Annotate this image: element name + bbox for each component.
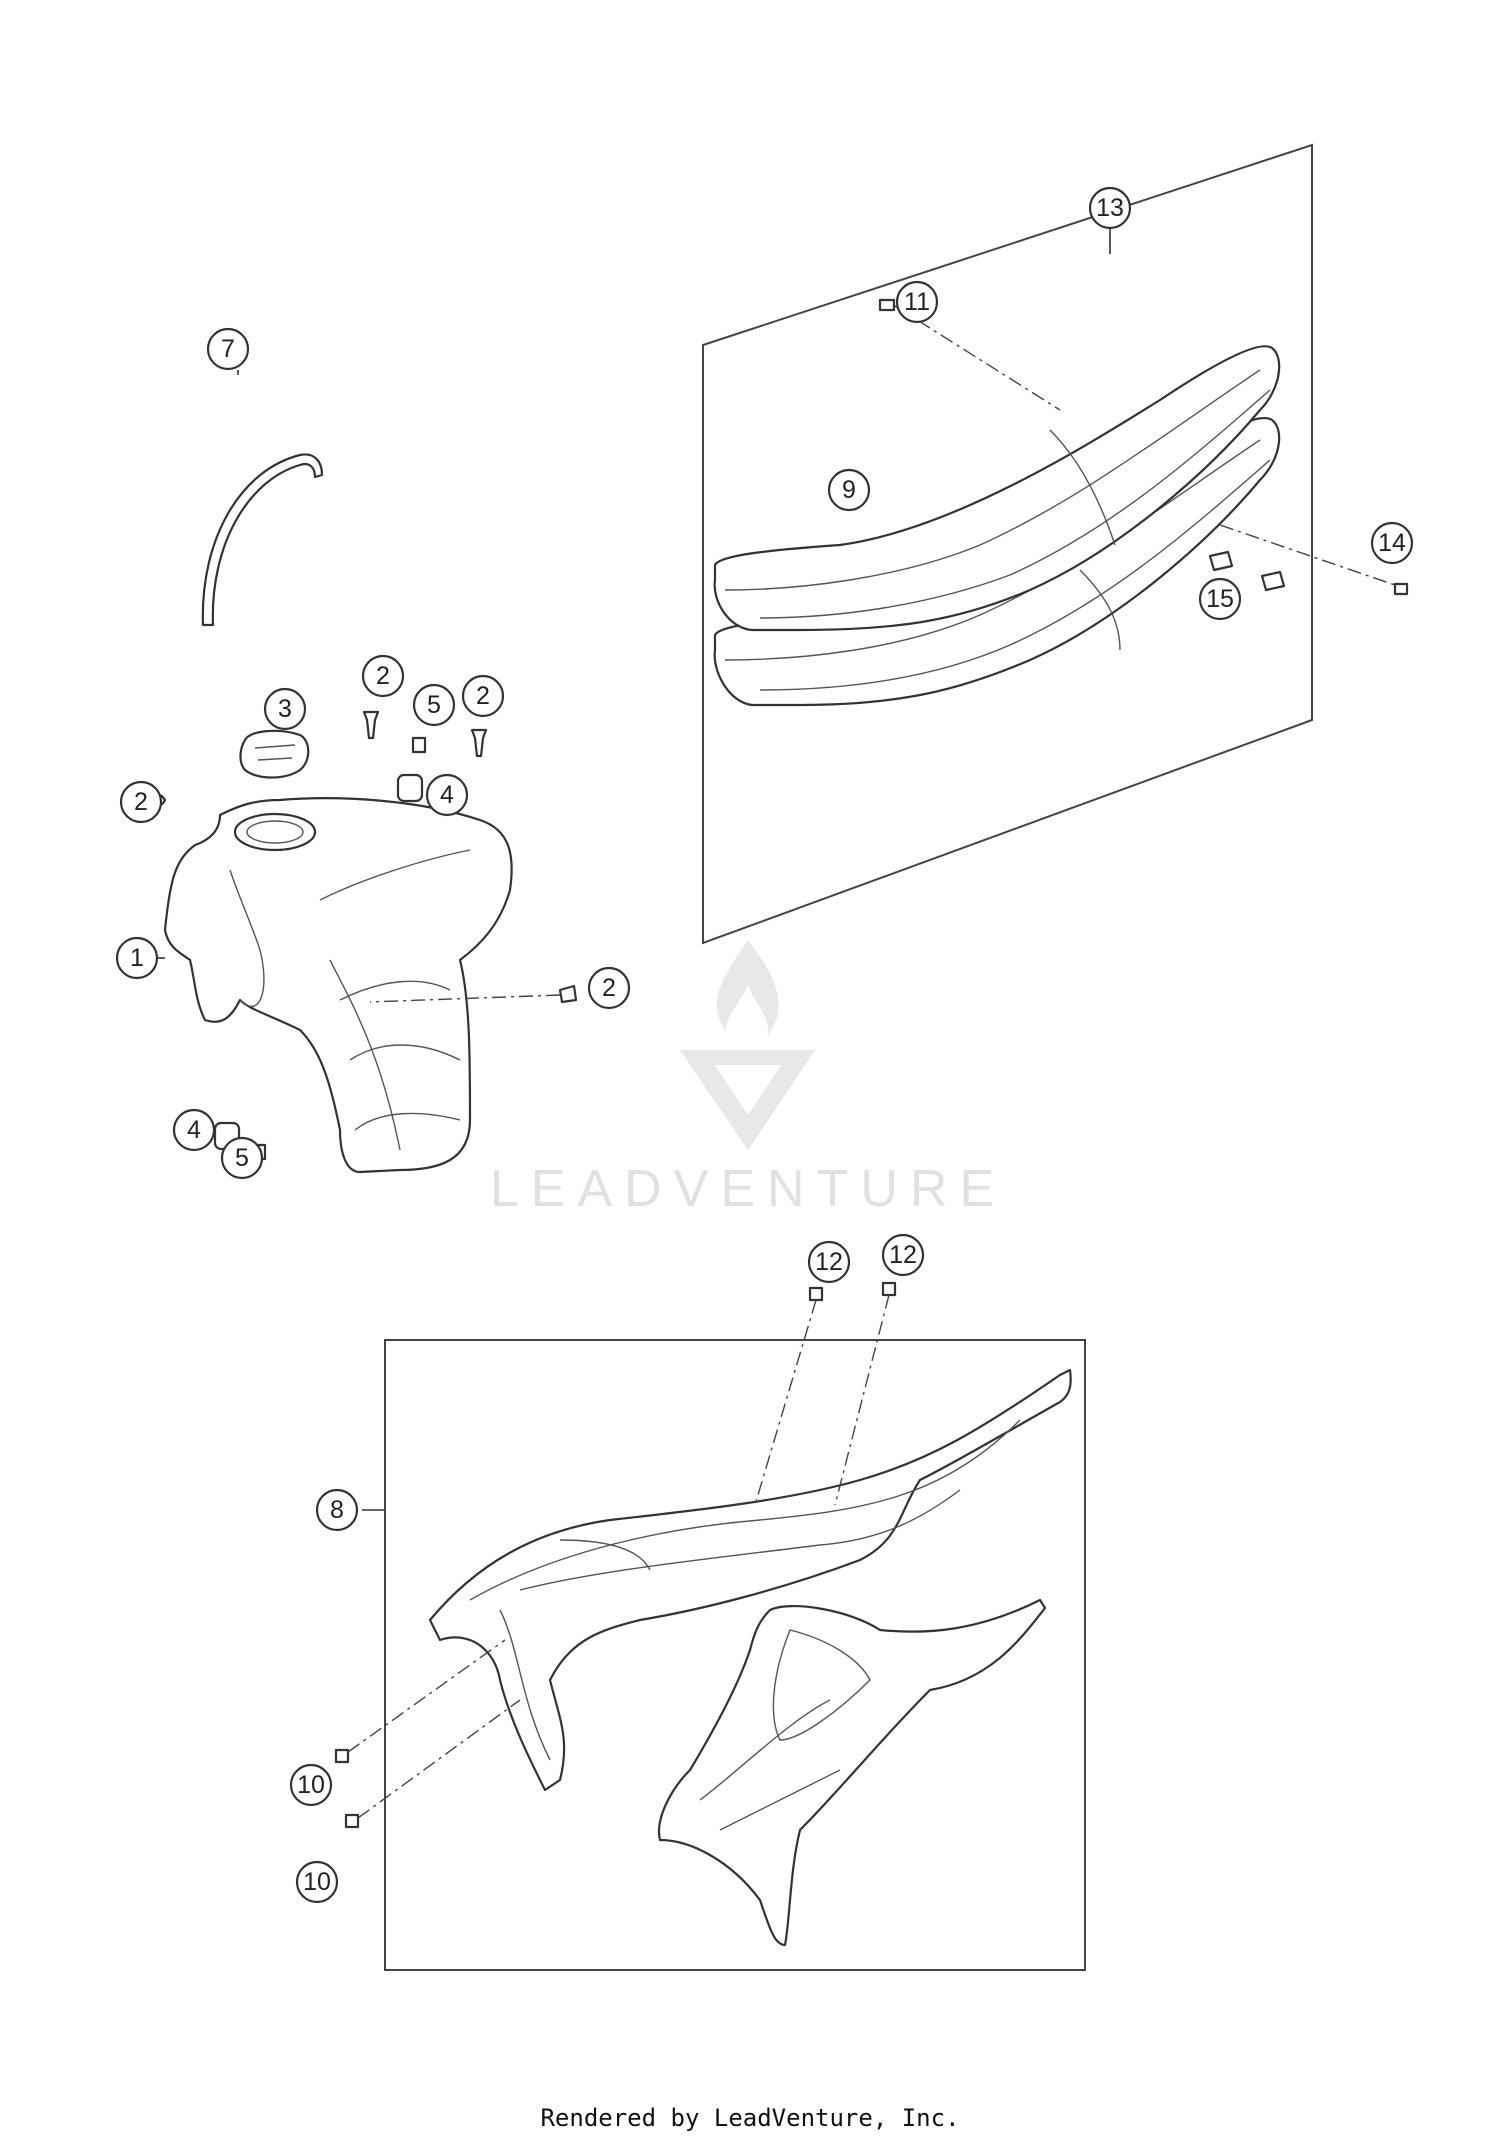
callout-label: 4 xyxy=(440,781,454,809)
callout-1: 1 xyxy=(115,936,159,980)
callout-8: 8 xyxy=(315,1488,359,1532)
screw-2-top-left xyxy=(362,710,380,740)
callout-10: 10 xyxy=(289,1763,333,1807)
screw-2-right xyxy=(558,984,578,1004)
callout-label: 7 xyxy=(221,335,235,363)
footer-credit: Rendered by LeadVenture, Inc. xyxy=(540,2104,960,2132)
callout-9: 9 xyxy=(827,468,871,512)
fuel-hose xyxy=(201,453,324,627)
watermark-text: LEADVENTURE xyxy=(490,1160,1006,1218)
callout-label: 12 xyxy=(889,1241,917,1269)
screw-12-right xyxy=(881,1281,897,1297)
fuel-tank xyxy=(163,797,513,1174)
callout-11: 11 xyxy=(895,280,939,324)
callout-5: 5 xyxy=(412,683,456,727)
callout-label: 14 xyxy=(1378,529,1406,557)
callout-2: 2 xyxy=(119,780,163,824)
callout-label: 2 xyxy=(476,682,490,710)
speed-nut-15b xyxy=(1260,570,1286,592)
callout-label: 12 xyxy=(815,1248,843,1276)
screw-10-upper xyxy=(334,1748,350,1764)
right-shroud xyxy=(657,1598,1047,1947)
screw-2-top-right xyxy=(470,728,488,758)
callout-label: 1 xyxy=(130,944,144,972)
callout-13: 13 xyxy=(1088,186,1132,230)
callout-label: 5 xyxy=(235,1144,249,1172)
screw-12-left xyxy=(808,1286,824,1302)
callout-label: 2 xyxy=(602,974,616,1002)
callout-label: 10 xyxy=(303,1868,331,1896)
callout-2: 2 xyxy=(587,966,631,1010)
callout-label: 2 xyxy=(376,662,390,690)
callout-7: 7 xyxy=(206,327,250,371)
callout-14: 14 xyxy=(1370,521,1414,565)
shroud-kit-frame xyxy=(384,1339,1086,1971)
callout-label: 9 xyxy=(842,476,856,504)
callout-label: 11 xyxy=(904,288,930,316)
callout-label: 2 xyxy=(134,788,148,816)
callout-2: 2 xyxy=(461,674,505,718)
callout-12: 12 xyxy=(881,1233,925,1277)
callout-5: 5 xyxy=(220,1136,264,1180)
callout-2: 2 xyxy=(361,654,405,698)
screw-10-lower xyxy=(344,1813,360,1829)
callout-12: 12 xyxy=(807,1240,851,1284)
screw-11 xyxy=(878,298,896,312)
callout-label: 4 xyxy=(187,1116,201,1144)
callout-label: 3 xyxy=(278,695,292,723)
left-shroud xyxy=(428,1368,1072,1792)
callout-3: 3 xyxy=(263,687,307,731)
seat xyxy=(713,345,1281,707)
watermark: LEADVENTURE xyxy=(490,940,1006,1218)
callout-label: 10 xyxy=(297,1771,325,1799)
bolt-14 xyxy=(1393,582,1409,596)
callout-4: 4 xyxy=(425,773,469,817)
screw-5-top xyxy=(411,736,427,754)
fuel-cap xyxy=(239,729,310,779)
callout-label: 5 xyxy=(427,691,441,719)
speed-nut-15a xyxy=(1208,550,1234,572)
callout-label: 15 xyxy=(1206,585,1234,613)
callout-label: 8 xyxy=(330,1496,344,1524)
callout-4: 4 xyxy=(172,1108,216,1152)
callout-15: 15 xyxy=(1198,577,1242,621)
callout-label: 13 xyxy=(1096,194,1124,222)
bushing-4-top xyxy=(396,773,424,803)
callout-10: 10 xyxy=(295,1860,339,1904)
